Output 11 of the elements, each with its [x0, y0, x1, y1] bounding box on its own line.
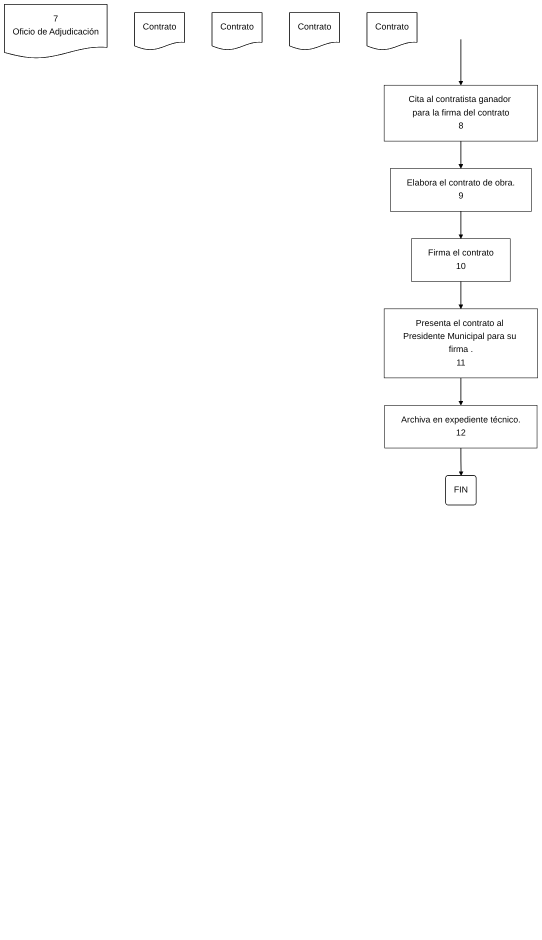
- arrow: [458, 38, 464, 86]
- arrow: [458, 377, 464, 406]
- node-box: Archiva en expediente técnico. 12: [384, 405, 538, 448]
- node-box: Presenta el contrato al Presidente Municipal para su firma . 11: [384, 308, 538, 378]
- node-box: Firma el contrato 10: [411, 238, 510, 282]
- arrow: [458, 140, 464, 169]
- arrow: [458, 281, 464, 310]
- arrow: [458, 210, 464, 239]
- node-box: Cita al contratista ganador para la firma del contrato 8: [384, 84, 538, 142]
- arrow: [458, 448, 464, 476]
- node-box: Elabora el contrato de obra. 9: [390, 168, 532, 212]
